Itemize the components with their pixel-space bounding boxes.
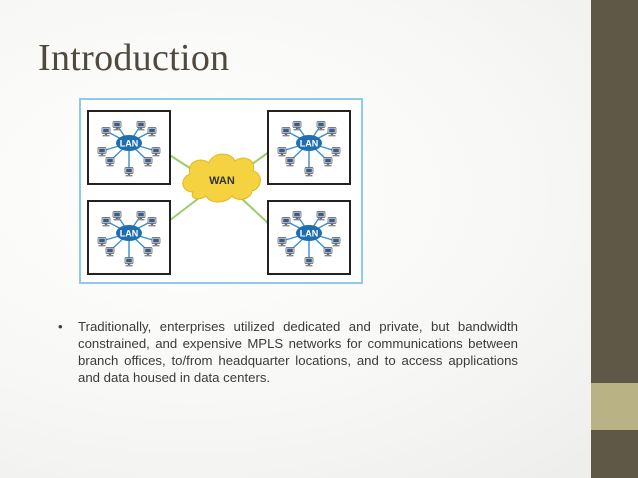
slide-title: Introduction [38, 37, 230, 79]
lan-wan-diagram: WAN LAN [87, 110, 351, 275]
lan-label: LAN [120, 229, 139, 239]
lan-label: LAN [120, 139, 139, 149]
bullet-paragraph: • Traditionally, enterprises utilized de… [58, 318, 518, 386]
bullet-marker: • [58, 319, 63, 334]
hub-icon [116, 135, 142, 151]
cloud-icon [182, 153, 261, 203]
wan-label: WAN [209, 175, 235, 187]
link-bottom-right [240, 197, 270, 225]
lan-top-left: LAN [87, 110, 171, 185]
hub-icon [116, 225, 142, 241]
wan-cloud: WAN [182, 153, 261, 203]
lan-label: LAN [300, 139, 319, 149]
network-diagram: WAN LAN [79, 98, 363, 284]
hub-icon [296, 225, 322, 241]
sidebar-accent-block [591, 383, 638, 430]
hub-icon [296, 135, 322, 151]
bullet-text: Traditionally, enterprises utilized dedi… [78, 319, 518, 385]
lan-top-right: LAN [267, 110, 351, 185]
lan-bottom-left: LAN [87, 200, 171, 275]
lan-bottom-right: LAN [267, 200, 351, 275]
lan-label: LAN [300, 229, 319, 239]
